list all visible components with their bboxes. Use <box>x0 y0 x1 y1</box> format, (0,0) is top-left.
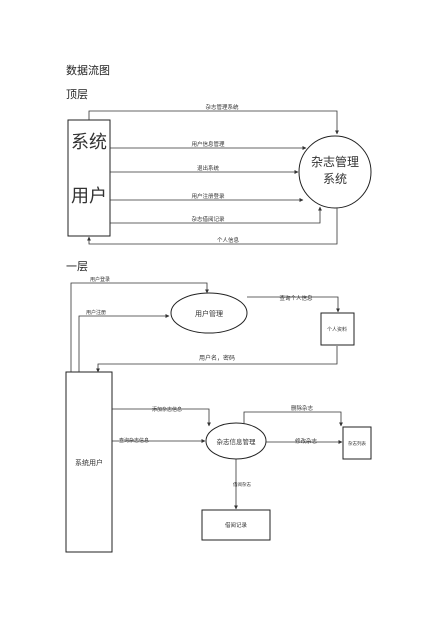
system-user-entity-label-1: 系统 <box>71 132 107 153</box>
borrow-record-store <box>201 509 271 541</box>
flow-label-query-personal: 查询个人信息 <box>279 294 313 302</box>
flow-label-query-magazine: 查询杂志信息 <box>119 437 149 444</box>
flow-delete-magazine <box>243 411 343 427</box>
flow-username-password <box>96 346 338 373</box>
flow-label-exit-system: 退出系统 <box>197 164 220 172</box>
magazine-info-label: 杂志信息管理 <box>217 437 257 446</box>
magazine-system-label-1: 杂志管理 <box>311 154 359 169</box>
system-user-entity-l1 <box>65 371 113 553</box>
flow-label-user-login: 用户登录 <box>90 276 110 283</box>
flow-label-username-password: 用户名，密码 <box>199 354 235 362</box>
flow-user-register <box>78 314 170 372</box>
section-heading-top: 顶层 <box>66 88 88 101</box>
system-user-entity-l1-label: 系统用户 <box>75 458 103 467</box>
magazine-system-process <box>298 135 372 209</box>
magazine-system-label-2: 系统 <box>323 172 347 186</box>
magazine-list-store <box>342 426 372 460</box>
personal-data-label: 个人资料 <box>327 326 347 333</box>
flow-magazine-manage <box>88 110 339 135</box>
page-title: 数据流图 <box>66 64 110 77</box>
flow-label-borrow-record: 杂志借阅记录 <box>191 215 225 223</box>
flow-label-delete-magazine: 删除杂志 <box>291 404 314 412</box>
user-manage-label: 用户管理 <box>195 309 223 318</box>
magazine-list-label: 杂志列表 <box>348 440 366 447</box>
flow-borrow-record <box>110 206 322 224</box>
flow-personal-info <box>87 208 338 245</box>
flow-label-add-magazine: 添加杂志信息 <box>152 406 182 413</box>
flow-label-user-register: 用户注册 <box>86 309 106 316</box>
user-manage-process <box>170 292 248 334</box>
personal-data-store <box>320 312 355 346</box>
flow-label-borrow-magazine: 借阅杂志 <box>233 481 251 488</box>
section-heading-level1: 一层 <box>66 260 88 273</box>
flow-label-magazine-manage: 杂志管理系统 <box>205 103 239 111</box>
borrow-record-label: 借阅记录 <box>225 521 248 529</box>
flow-label-modify-magazine: 修改杂志 <box>295 437 318 445</box>
flow-label-register-login: 用户注册登录 <box>191 192 225 200</box>
system-user-entity <box>67 119 111 237</box>
flow-query-personal <box>247 296 340 313</box>
system-user-entity-label-2: 用户 <box>71 186 107 207</box>
flow-add-magazine <box>112 408 211 427</box>
flow-user-login <box>70 282 209 372</box>
flow-label-personal-info: 个人信息 <box>217 236 240 244</box>
flow-label-user-info-manage: 用户信息管理 <box>191 140 225 148</box>
